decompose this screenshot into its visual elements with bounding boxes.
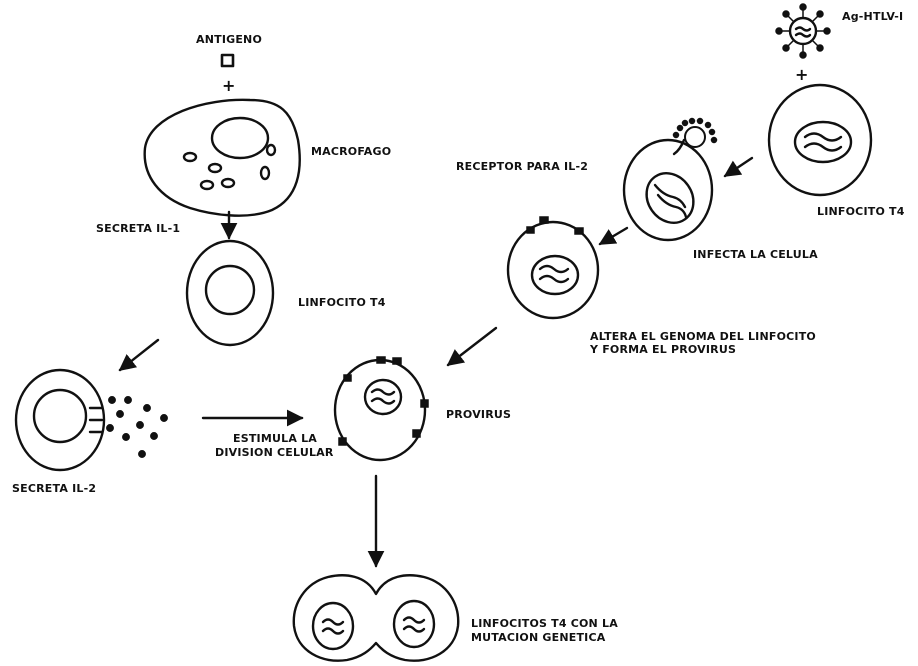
secreta-il1-label: SECRETA IL-1 <box>96 222 180 236</box>
ag-htlv-label: Ag-HTLV-I <box>842 10 903 24</box>
altera-label-line1: ALTERA EL GENOMA DEL LINFOCITO <box>590 330 816 344</box>
antigen-square-icon <box>222 55 233 66</box>
provirus-label: PROVIRUS <box>446 408 511 422</box>
mutacion-label-line2: MUTACION GENETICA <box>471 631 605 645</box>
mutacion-label-line1: LINFOCITOS T4 CON LA <box>471 617 618 631</box>
arrow-t4-to-il2-cell <box>120 340 158 370</box>
il2-secreting-cell <box>16 370 104 470</box>
receptor-label: RECEPTOR PARA IL-2 <box>456 160 588 174</box>
estimula-label-line1: ESTIMULA LA <box>233 432 317 446</box>
estimula-label-line2: DIVISION CELULAR <box>215 446 334 460</box>
macrophage-label: MACROFAGO <box>311 145 391 159</box>
infected-cell <box>624 140 712 240</box>
plus-sign-right: + <box>795 67 809 83</box>
virus-spikes-icon <box>776 4 830 58</box>
arrow-to-infected-cell <box>725 158 752 176</box>
arrow-to-receptor-cell <box>600 228 627 244</box>
receptor-cell <box>508 222 598 318</box>
t4-lymphocyte-cell <box>187 241 273 345</box>
infecta-label: INFECTA LA CELULA <box>693 248 818 262</box>
il2-molecules-icon <box>107 397 167 457</box>
plus-sign-left: + <box>222 78 236 94</box>
t4-left-label: LINFOCITO T4 <box>298 296 386 310</box>
macrophage-cell <box>145 100 300 216</box>
arrow-to-provirus <box>448 328 496 365</box>
antigen-label: ANTIGENO <box>196 33 262 47</box>
t4-lymphocyte-right-cell <box>769 85 871 195</box>
altera-label-line2: Y FORMA EL PROVIRUS <box>590 343 736 357</box>
dividing-cells <box>294 575 458 660</box>
t4-right-label: LINFOCITO T4 <box>817 205 905 219</box>
secreta-il2-label: SECRETA IL-2 <box>12 482 96 496</box>
